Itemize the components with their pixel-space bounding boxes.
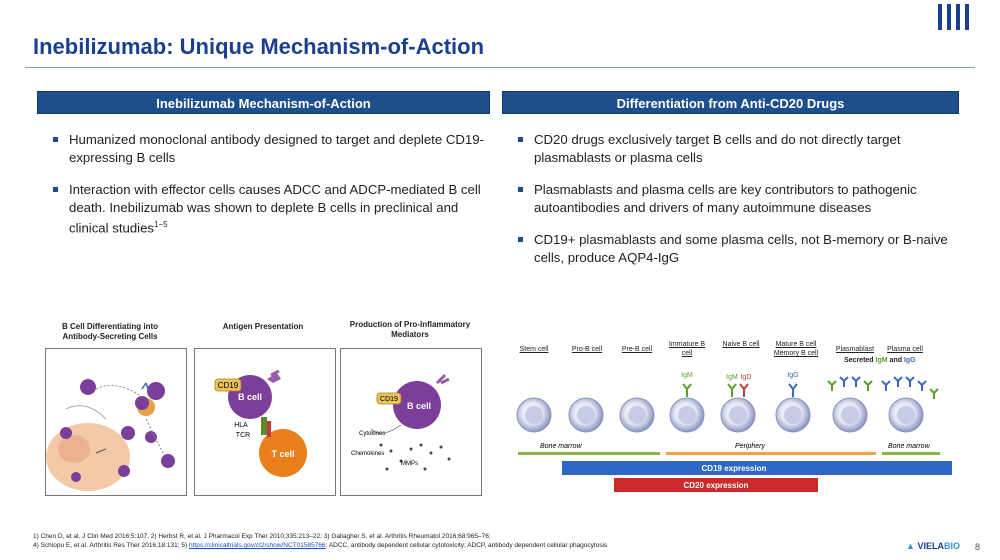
antigen-presentation-illustration: CD19 B cell HLA TCR T cell: [194, 348, 336, 496]
cd19-label: CD19: [218, 381, 239, 390]
region-label-periphery: Periphery: [735, 443, 765, 450]
region-label-bone-marrow: Bone marrow: [540, 443, 583, 450]
bcell-label: B cell: [238, 392, 262, 402]
stage-label-pre-b: Pre-B cell: [621, 346, 653, 353]
tcell-label: T cell: [271, 449, 294, 459]
ig-label-naive-d: IgD: [741, 374, 752, 381]
panel-caption-mediators: Production of Pro-Inflammatory Mediators: [349, 320, 471, 339]
region-label-bone-marrow-2: Bone marrow: [888, 443, 931, 450]
page-number: 8: [975, 542, 981, 552]
ig-label-naive-m: IgM: [726, 374, 738, 381]
cells-row: [516, 397, 924, 433]
hla-label: HLA: [234, 422, 248, 429]
mediators-illustration: CD19 B cell Cytokines Chemokines MMPs: [340, 348, 482, 496]
right-bullet-list: CD20 drugs exclusively target B cells an…: [502, 131, 972, 281]
differentiation-cells-icon: [46, 379, 175, 491]
panel-caption-antigen: Antigen Presentation: [222, 322, 304, 331]
right-bullet-1: CD20 drugs exclusively target B cells an…: [502, 131, 972, 166]
stage-label-immature-b: Immature B cell: [668, 341, 706, 357]
bcell-label-2: B cell: [407, 401, 431, 411]
cd20-expression-bar: [614, 478, 818, 492]
chemokines-label: Chemokines: [351, 451, 384, 457]
cd20-expression-label: CD20 expression: [684, 481, 749, 490]
clinicaltrials-link[interactable]: https://clinicaltrials.gov/ct2/show/NCT0…: [188, 542, 326, 549]
right-section-heading: Differentiation from Anti-CD20 Drugs: [502, 91, 959, 114]
page-title: Inebilizumab: Unique Mechanism-of-Action: [33, 34, 485, 59]
cd19-label-2: CD19: [380, 396, 398, 403]
stage-label-plasma: Plasma cell: [887, 346, 923, 353]
footnote-line-2: 4) Schiopu E, et al. Arthritis Res Ther …: [33, 542, 608, 549]
right-bullet-3: CD19+ plasmablasts and some plasma cells…: [502, 231, 972, 266]
vielabio-logo-icon: ▲: [906, 541, 915, 551]
antibody-icons: [682, 376, 939, 399]
cytokines-label: Cytokines: [359, 431, 385, 437]
panel-caption-differentiation: B Cell Differentiating into Antibody-Sec…: [62, 322, 158, 341]
left-bullet-list: Humanized monoclonal antibody designed t…: [37, 131, 487, 252]
left-bullet-1: Humanized monoclonal antibody designed t…: [37, 131, 487, 166]
left-section-heading: Inebilizumab Mechanism-of-Action: [37, 91, 490, 114]
bone-marrow-bar-2: [882, 452, 940, 455]
stage-label-stem: Stem cell: [519, 346, 549, 353]
mmps-label: MMPs: [401, 461, 418, 467]
right-bullet-2: Plasmablasts and plasma cells are key co…: [502, 181, 972, 216]
secreted-label: Secreted IgM and IgG: [844, 357, 916, 364]
differentiation-illustration: [45, 348, 187, 496]
stage-label-pro-b: Pro-B cell: [571, 346, 603, 353]
stage-label-naive-b: Naive B cell: [722, 341, 760, 348]
footnotes: 1) Chen D, et al. J Clin Med 2016;5:107;…: [33, 532, 873, 550]
secreted-igm: IgM: [875, 357, 888, 364]
stage-label-plasmablast: Plasmablast: [835, 346, 875, 353]
footnote-line-1: 1) Chen D, et al. J Clin Med 2016;5:107;…: [33, 533, 491, 540]
left-bullet-2: Interaction with effector cells causes A…: [37, 181, 487, 237]
stage-label-mature-b: Mature B cell Memory B cell: [773, 341, 819, 357]
periphery-bar: [666, 452, 876, 455]
title-divider: [25, 67, 975, 68]
reference-superscript: 1−5: [154, 220, 168, 229]
bone-marrow-bar: [518, 452, 660, 455]
tcr-label: TCR: [236, 432, 250, 439]
ig-label-immature: IgM: [681, 372, 693, 379]
cd19-expression-label: CD19 expression: [702, 464, 767, 473]
secreted-igg: IgG: [903, 357, 916, 364]
mediators-icon: CD19 B cell Cytokines Chemokines MMPs: [351, 373, 451, 471]
vielabio-logo: ▲ VIELABIO: [906, 541, 960, 551]
logo-bars-icon: [938, 4, 978, 30]
antigen-presentation-icon: CD19 B cell HLA TCR T cell: [214, 369, 307, 477]
b-cell-differentiation-diagram: IgM IgM IgD IgG Bone marrow Periphery Bo…: [516, 372, 952, 492]
ig-label-mature: IgG: [787, 372, 798, 379]
cd19-expression-bar: [562, 461, 952, 475]
